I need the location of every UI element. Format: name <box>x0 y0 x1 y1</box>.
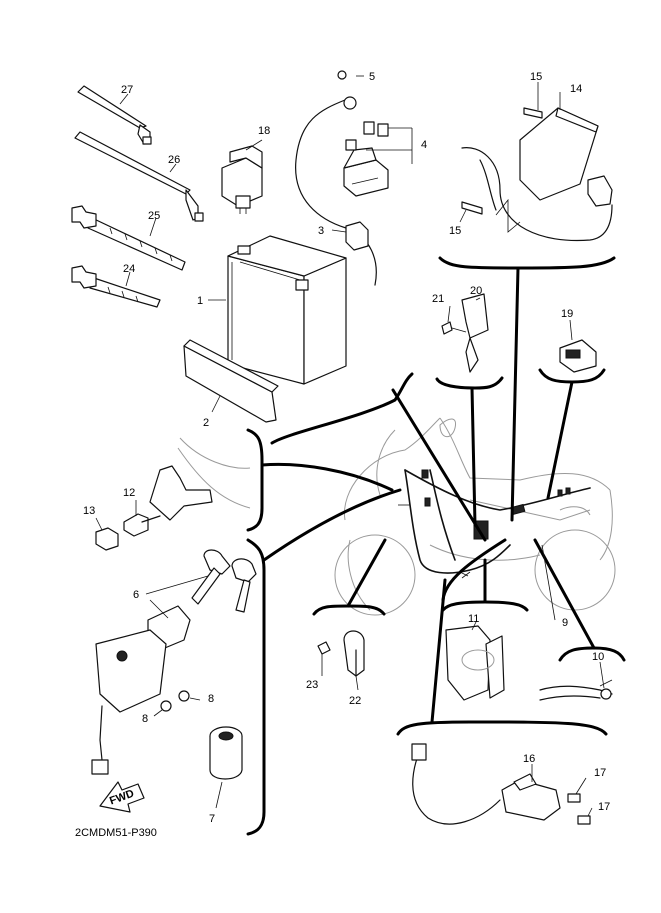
battery-band-2 <box>183 339 279 423</box>
cable-tie-27 <box>77 85 152 145</box>
lock-cylinder-7 <box>209 726 243 780</box>
bracket-20 <box>441 293 489 373</box>
callout-24: 24 <box>123 263 135 275</box>
cable-tie-26 <box>74 131 204 222</box>
callout-8b: 8 <box>142 713 148 725</box>
callout-7: 7 <box>209 813 215 825</box>
cover-11 <box>445 625 505 701</box>
callout-15a: 15 <box>530 71 542 83</box>
control-unit-14 <box>461 107 613 242</box>
main-switch-6 <box>91 549 257 775</box>
callout-27: 27 <box>121 84 133 96</box>
callout-8a: 8 <box>208 693 214 705</box>
callout-25: 25 <box>148 210 160 222</box>
callout-5: 5 <box>369 71 375 83</box>
screws-8 <box>160 690 190 712</box>
callout-20: 20 <box>470 285 482 297</box>
sensor-19 <box>559 339 597 373</box>
fwd-arrow: FWD <box>99 781 145 813</box>
clamp-22 <box>317 630 365 677</box>
callout-3: 3 <box>318 225 324 237</box>
callout-15b: 15 <box>449 225 461 237</box>
callout-4: 4 <box>421 139 427 151</box>
sensor-10 <box>539 679 613 701</box>
callout-23: 23 <box>306 679 318 691</box>
callout-22: 22 <box>349 695 361 707</box>
callout-1: 1 <box>197 295 203 307</box>
starter-relay-assembly <box>295 70 389 286</box>
callout-10: 10 <box>592 651 604 663</box>
callout-13: 13 <box>83 505 95 517</box>
callout-26: 26 <box>168 154 180 166</box>
cable-tie-25 <box>71 205 186 271</box>
callout-18: 18 <box>258 125 270 137</box>
drawing-code: 2CMDM51-P390 <box>75 827 157 839</box>
callout-17a: 17 <box>594 767 606 779</box>
bracket-12 <box>95 437 251 551</box>
battery-1 <box>227 235 347 385</box>
cable-tie-24 <box>71 265 161 308</box>
callout-17b: 17 <box>598 801 610 813</box>
callout-19: 19 <box>561 308 573 320</box>
callout-11: 11 <box>468 613 479 625</box>
callout-16: 16 <box>523 753 535 765</box>
relay-18 <box>221 145 263 214</box>
callout-2: 2 <box>203 417 209 429</box>
callout-leaders <box>95 75 605 817</box>
callout-12: 12 <box>123 487 135 499</box>
callout-14: 14 <box>570 83 582 95</box>
detail-leader-lines <box>246 256 626 836</box>
callout-9: 9 <box>562 617 568 629</box>
callout-labels: 1 2 3 4 5 6 7 8 8 9 10 11 12 13 14 15 15… <box>83 71 610 825</box>
callout-21: 21 <box>432 293 444 305</box>
sensor-16 <box>411 743 591 825</box>
motorcycle-outline <box>334 417 616 616</box>
wire-harness <box>398 469 591 579</box>
callout-6: 6 <box>133 589 139 601</box>
